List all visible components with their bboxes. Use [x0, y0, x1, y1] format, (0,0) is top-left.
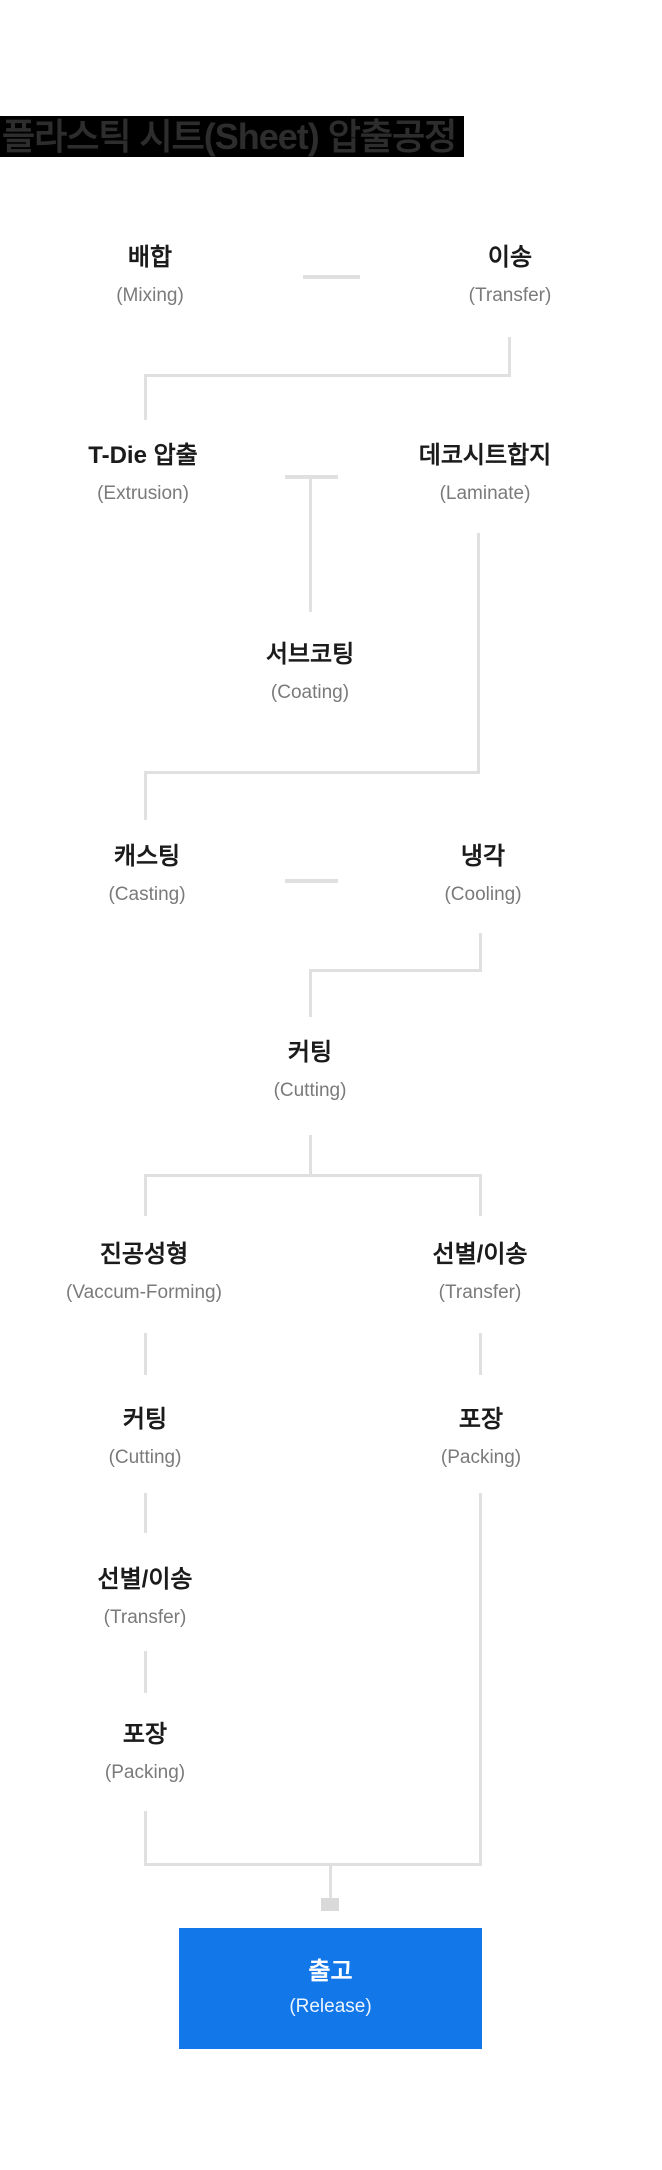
- node-transfer-1-label-en: (Transfer): [468, 285, 552, 306]
- node-release-label-ko: 출고: [308, 1958, 353, 1985]
- node-sort-transfer-2-label-ko: 선별/이송: [97, 1566, 193, 1593]
- node-sub-coating: 서브코팅 (Coating): [266, 641, 354, 705]
- node-packing-2-label-ko: 포장: [122, 1721, 168, 1748]
- connector-merge-to-release: [329, 1866, 332, 1898]
- node-vacuum-forming-label-ko: 진공성형: [99, 1241, 189, 1268]
- connector-casting-cooling: [285, 879, 338, 883]
- connector-laminate-to-casting-into: [144, 771, 147, 820]
- node-sort-transfer-2-label-en: (Transfer): [103, 1607, 187, 1628]
- node-mixing: 배합 (Mixing): [116, 244, 184, 308]
- connector-cooling-to-cutting-down: [479, 933, 482, 972]
- node-mixing-label-en: (Mixing): [116, 285, 184, 306]
- node-transfer-1: 이송 (Transfer): [469, 244, 552, 308]
- node-sub-coating-label-en: (Coating): [270, 682, 350, 703]
- node-cutting-1-label-en: (Cutting): [273, 1080, 347, 1101]
- node-laminate: 데코시트합지 (Laminate): [419, 442, 551, 506]
- connector-split-to-sort-transfer: [479, 1174, 482, 1216]
- node-sort-transfer-1-label-ko: 선별/이송: [432, 1241, 528, 1268]
- node-transfer-1-label-ko: 이송: [487, 244, 533, 271]
- connector-mixing-transfer: [303, 275, 360, 279]
- node-mixing-label-ko: 배합: [127, 244, 173, 271]
- node-packing-2-label-en: (Packing): [104, 1762, 186, 1783]
- node-packing-1-label-en: (Packing): [440, 1447, 522, 1468]
- node-t-die-extrusion-label-en: (Extrusion): [97, 483, 189, 504]
- node-cooling: 냉각 (Cooling): [444, 843, 521, 907]
- node-packing-2: 포장 (Packing): [105, 1721, 185, 1785]
- node-cooling-label-en: (Cooling): [444, 884, 522, 905]
- node-vacuum-forming: 진공성형 (Vaccum-Forming): [66, 1241, 222, 1305]
- node-casting: 캐스팅 (Casting): [108, 843, 185, 907]
- connector-cooling-to-cutting-across: [309, 969, 482, 972]
- page-title: 플라스틱 시트(Sheet) 압출공정: [0, 116, 465, 157]
- connector-cutting-2-to-sort-transfer-2: [144, 1493, 147, 1533]
- node-t-die-extrusion-label-ko: T-Die 압출: [88, 442, 198, 469]
- node-sub-coating-label-ko: 서브코팅: [265, 641, 355, 668]
- connector-vacuum-forming-to-cutting-2: [144, 1333, 147, 1375]
- node-vacuum-forming-label-en: (Vaccum-Forming): [66, 1282, 222, 1303]
- node-casting-label-en: (Casting): [108, 884, 186, 905]
- node-casting-label-ko: 캐스팅: [113, 843, 181, 870]
- connector-cutting-split-down: [309, 1135, 312, 1176]
- node-laminate-label-en: (Laminate): [439, 483, 531, 504]
- node-cutting-2-label-ko: 커팅: [122, 1406, 168, 1433]
- node-release-label-en: (Release): [289, 1996, 372, 2017]
- connector-cutting-split-across: [144, 1174, 482, 1177]
- node-cutting-2: 커팅 (Cutting): [109, 1406, 182, 1470]
- connector-packing-1-to-merge: [479, 1493, 482, 1866]
- node-packing-1: 포장 (Packing): [441, 1406, 521, 1470]
- connector-laminate-to-casting-down: [477, 533, 480, 774]
- node-packing-1-label-ko: 포장: [458, 1406, 504, 1433]
- node-cutting-1-label-ko: 커팅: [287, 1039, 333, 1066]
- connector-transfer-to-extrusion-down: [508, 337, 511, 377]
- connector-packing-2-to-merge: [144, 1811, 147, 1866]
- connector-laminate-to-casting-across: [144, 771, 480, 774]
- connector-sort-transfer-2-to-packing-2: [144, 1651, 147, 1693]
- node-cooling-label-ko: 냉각: [460, 843, 506, 870]
- node-t-die-extrusion: T-Die 압출 (Extrusion): [88, 442, 198, 506]
- connector-sort-transfer-to-packing-1: [479, 1333, 482, 1375]
- merge-arrow-marker: [321, 1898, 339, 1911]
- node-cutting-2-label-en: (Cutting): [108, 1447, 182, 1468]
- node-cutting-1: 커팅 (Cutting): [274, 1039, 347, 1103]
- connector-junction-to-coating: [309, 477, 312, 612]
- node-sort-transfer-1: 선별/이송 (Transfer): [433, 1241, 528, 1305]
- node-sort-transfer-1-label-en: (Transfer): [438, 1282, 522, 1303]
- node-release: 출고 (Release): [179, 1928, 482, 2049]
- connector-split-to-vacuum-forming: [144, 1174, 147, 1216]
- connector-transfer-to-extrusion-across: [144, 374, 511, 377]
- node-laminate-label-ko: 데코시트합지: [418, 442, 552, 469]
- node-sort-transfer-2: 선별/이송 (Transfer): [98, 1566, 193, 1630]
- connector-merge-across: [144, 1863, 482, 1866]
- connector-cooling-to-cutting-into: [309, 969, 312, 1017]
- connector-transfer-to-extrusion-into: [144, 374, 147, 420]
